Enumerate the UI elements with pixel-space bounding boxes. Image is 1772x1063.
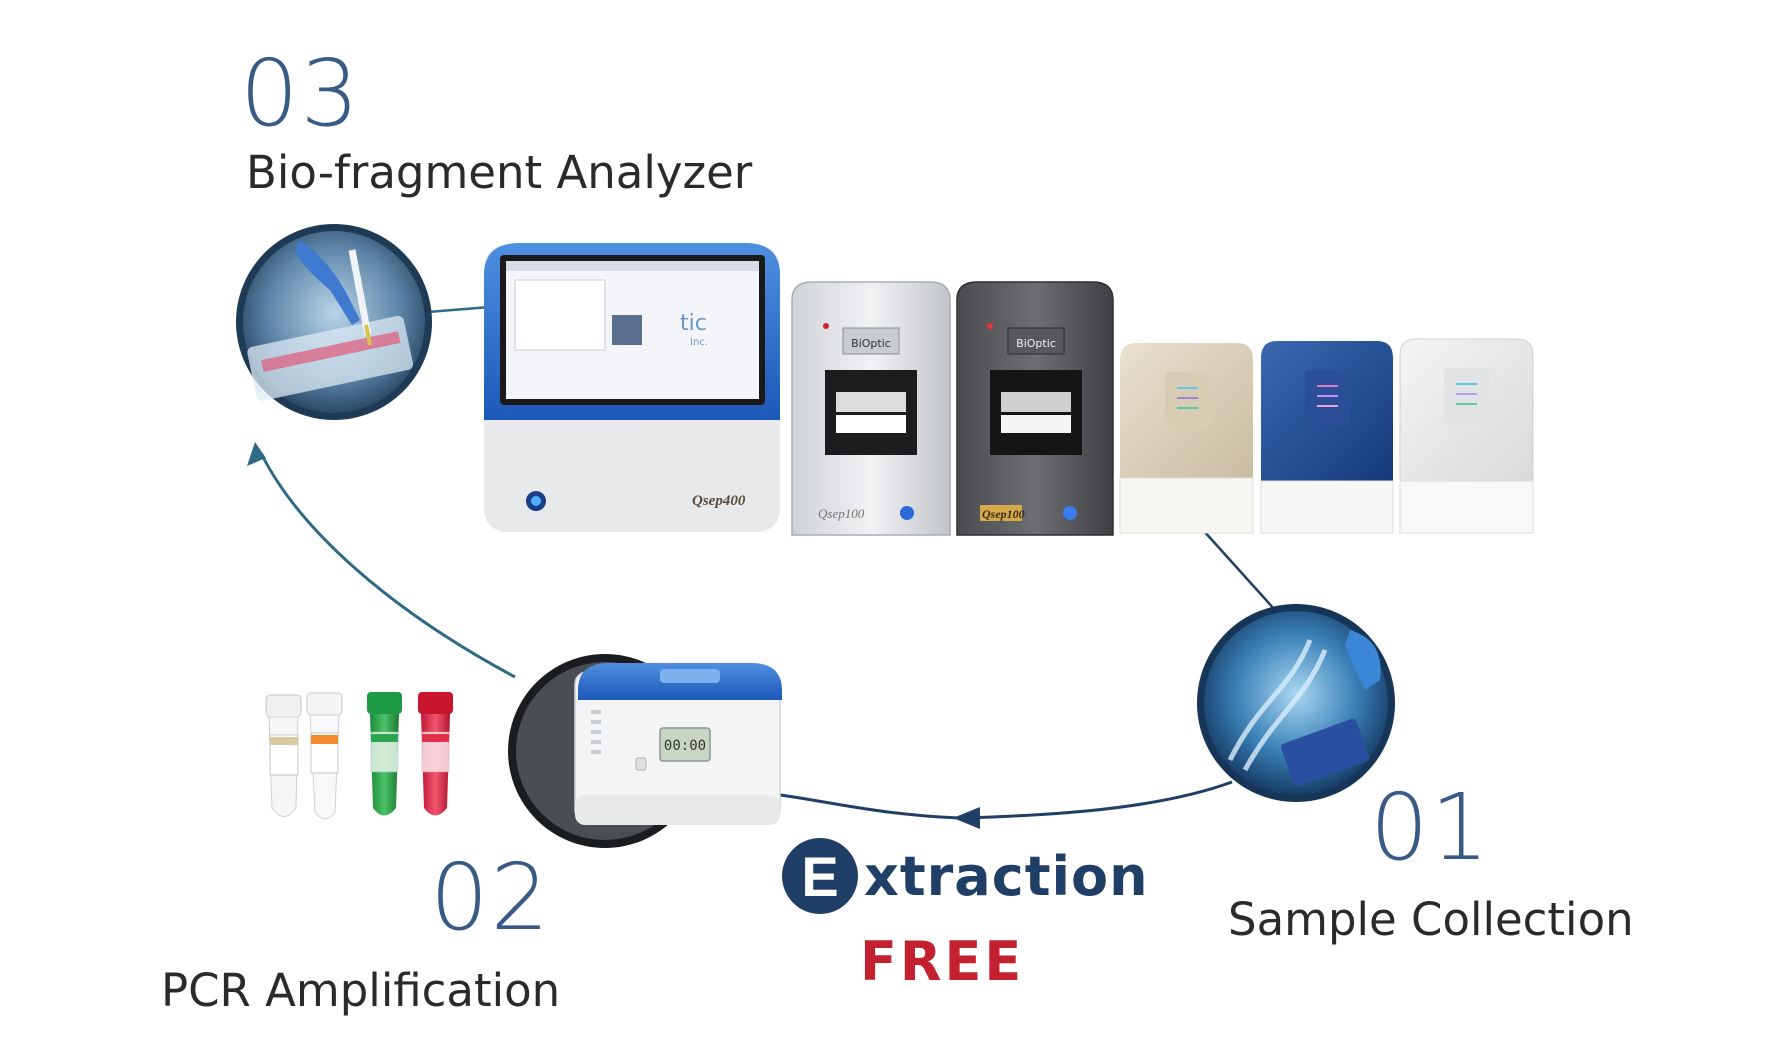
thermal-cycler-display: 00:00 <box>664 738 706 754</box>
free-label: FREE <box>860 930 1025 993</box>
screen-brand-text: tic <box>680 311 707 336</box>
cycle-arrows <box>247 305 1276 829</box>
qsep100-silver-instrument: BiOptic Qsep100 <box>791 281 951 536</box>
reagent-tubes <box>265 692 453 820</box>
step-label-sample-collection: Sample Collection <box>1228 893 1634 946</box>
step-number-01: 01 <box>1370 774 1492 881</box>
arrowhead-up-icon <box>247 442 266 466</box>
arrowhead-left-icon <box>953 807 980 829</box>
extraction-word: xtraction <box>864 844 1149 908</box>
qsep400-label: Qsep400 <box>692 493 746 509</box>
step-number-03: 03 <box>240 40 362 147</box>
connector-line-analyzer <box>427 305 491 314</box>
tube-white-2 <box>306 692 343 820</box>
step-label-pcr-amplification: PCR Amplification <box>161 964 561 1017</box>
step-label-bio-fragment-analyzer: Bio-fragment Analyzer <box>246 146 753 199</box>
biooptic-logo-2: BiOptic <box>1016 337 1056 350</box>
thermal-cycler: 00:00 <box>508 654 782 848</box>
screen-brand-sub: Inc. <box>690 337 708 348</box>
qsep1-navy-instrument <box>1260 341 1394 534</box>
extraction-heading: E xtraction <box>782 838 1149 914</box>
biooptic-logo-1: BiOptic <box>851 337 891 350</box>
tube-white-1 <box>265 694 302 817</box>
arrow-pcr-to-analyzer <box>260 454 516 679</box>
dna-sample-photo <box>1197 604 1395 802</box>
qsep100-dark-label: Qsep100 <box>982 507 1025 521</box>
tube-green <box>367 692 402 816</box>
qsep400-instrument: tic Inc. Qsep400 <box>484 243 780 532</box>
qsep1-beige-instrument <box>1119 343 1254 534</box>
qsep100-label: Qsep100 <box>818 506 865 521</box>
step-number-02: 02 <box>430 844 552 951</box>
connector-line-collection <box>1202 529 1276 611</box>
qsep1-white-instrument <box>1399 338 1534 534</box>
tube-red <box>418 692 453 816</box>
lab-pipette-photo <box>236 224 432 420</box>
qsep100-dark-instrument: BiOptic Qsep100 <box>956 281 1114 536</box>
arrow-collection-to-pcr-b <box>779 793 961 820</box>
extraction-e-badge: E <box>782 838 858 914</box>
arrow-collection-to-pcr-a <box>959 780 1233 820</box>
